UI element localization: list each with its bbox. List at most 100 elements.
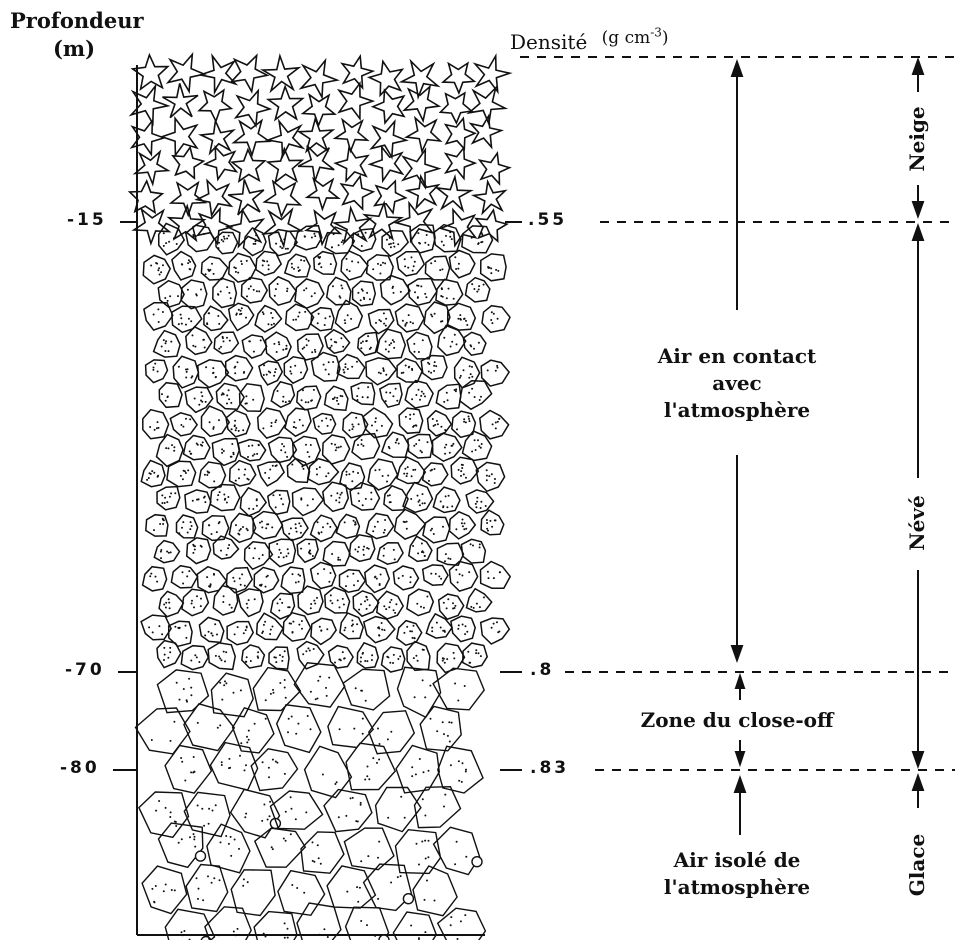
grain-stipple (291, 463, 294, 466)
ice-grain (413, 785, 462, 829)
grain-stipple (478, 399, 481, 401)
firn-grain (431, 432, 463, 463)
grain-stipple (431, 630, 434, 633)
grain-stipple (175, 243, 178, 245)
grain-stipple (395, 439, 398, 442)
grain-stipple (411, 775, 414, 778)
snow-crystal (443, 145, 478, 181)
grain-stipple (325, 417, 328, 420)
grain-stipple (233, 633, 236, 636)
grain-stipple (270, 846, 273, 849)
firn-grain (255, 250, 283, 277)
grain-stipple (309, 607, 312, 610)
grain-stipple (417, 500, 420, 503)
grain-stipple (222, 595, 225, 598)
firn-grain (215, 382, 245, 410)
grain-stipple (490, 319, 493, 321)
snow-crystal (468, 113, 505, 150)
snow-crystal (362, 200, 405, 242)
snow-crystal (264, 118, 306, 160)
ice-grain (345, 742, 397, 791)
grain-stipple (440, 240, 443, 243)
grain-stipple (305, 811, 308, 814)
firn-grain (350, 381, 376, 406)
grain-stipple (164, 297, 167, 299)
firn-grain (196, 565, 228, 594)
grain-stipple (151, 887, 154, 890)
grain-stipple (190, 602, 193, 605)
grain-stipple (489, 519, 492, 522)
grain-stipple (472, 544, 474, 547)
ice-grain (394, 828, 442, 875)
grain-stipple (424, 395, 426, 398)
grain-stipple (384, 262, 387, 265)
grain-stipple (448, 451, 451, 454)
grain-stipple (169, 811, 172, 814)
firn-grain (450, 615, 476, 643)
grain-stipple (262, 313, 265, 315)
grain-stipple (303, 235, 306, 238)
firn-grain (254, 304, 283, 333)
grain-stipple (356, 395, 359, 398)
grain-stipple (421, 679, 424, 682)
grain-stipple (496, 621, 498, 624)
grain-stipple (374, 417, 377, 420)
grain-stipple (168, 240, 171, 243)
grain-stipple (388, 236, 391, 239)
grain-stipple (481, 240, 484, 243)
firn-grain (313, 250, 338, 275)
grain-stipple (405, 321, 408, 324)
grain-stipple (391, 339, 394, 342)
grain-stipple (444, 793, 447, 796)
firn-grain (203, 305, 229, 332)
grain-stipple (228, 603, 231, 606)
grain-stipple (156, 421, 159, 424)
grain-stipple (264, 471, 267, 474)
grain-stipple (404, 324, 407, 327)
grain-stipple (253, 453, 256, 456)
grain-stipple (354, 548, 357, 551)
firn-grain (209, 483, 241, 512)
grain-stipple (169, 646, 172, 649)
grain-stipple (383, 547, 386, 550)
grain-stipple (255, 234, 258, 237)
grain-stipple (460, 470, 463, 473)
grain-stipple (445, 607, 448, 610)
grain-stipple (218, 347, 221, 350)
grain-stipple (449, 924, 452, 927)
grain-stipple (421, 339, 424, 342)
grain-stipple (434, 572, 437, 575)
grain-stipple (349, 797, 352, 800)
firn-grain (323, 385, 349, 411)
grain-stipple (491, 322, 494, 325)
grain-stipple (391, 287, 394, 289)
firn-grain (336, 353, 366, 380)
firn-grain (309, 561, 337, 590)
grain-stipple (307, 647, 310, 650)
density-axis-label: Densité (g cm-3) (510, 25, 669, 54)
grain-stipple (459, 314, 462, 317)
grain-stipple (424, 931, 427, 934)
grain-stipple (339, 445, 342, 448)
grain-stipple (331, 553, 334, 555)
firn-grain (479, 617, 511, 645)
snow-crystal (404, 173, 441, 211)
snow-crystal (168, 180, 208, 218)
grain-stipple (313, 348, 316, 351)
grain-stipple (305, 650, 308, 653)
grain-stipple (294, 426, 297, 429)
snow-crystal (231, 118, 272, 158)
ice-grain (185, 863, 229, 913)
firn-grain (327, 644, 354, 669)
grain-stipple (450, 444, 453, 447)
grain-stipple (246, 606, 249, 609)
ice-grain (269, 790, 324, 830)
grain-stipple (403, 258, 406, 261)
grain-stipple (227, 547, 230, 550)
grain-stipple (332, 233, 335, 236)
grain-stipple (494, 478, 496, 480)
grain-stipple (412, 413, 415, 416)
grain-stipple (452, 651, 455, 654)
grain-stipple (442, 525, 444, 528)
grain-stipple (239, 689, 242, 692)
